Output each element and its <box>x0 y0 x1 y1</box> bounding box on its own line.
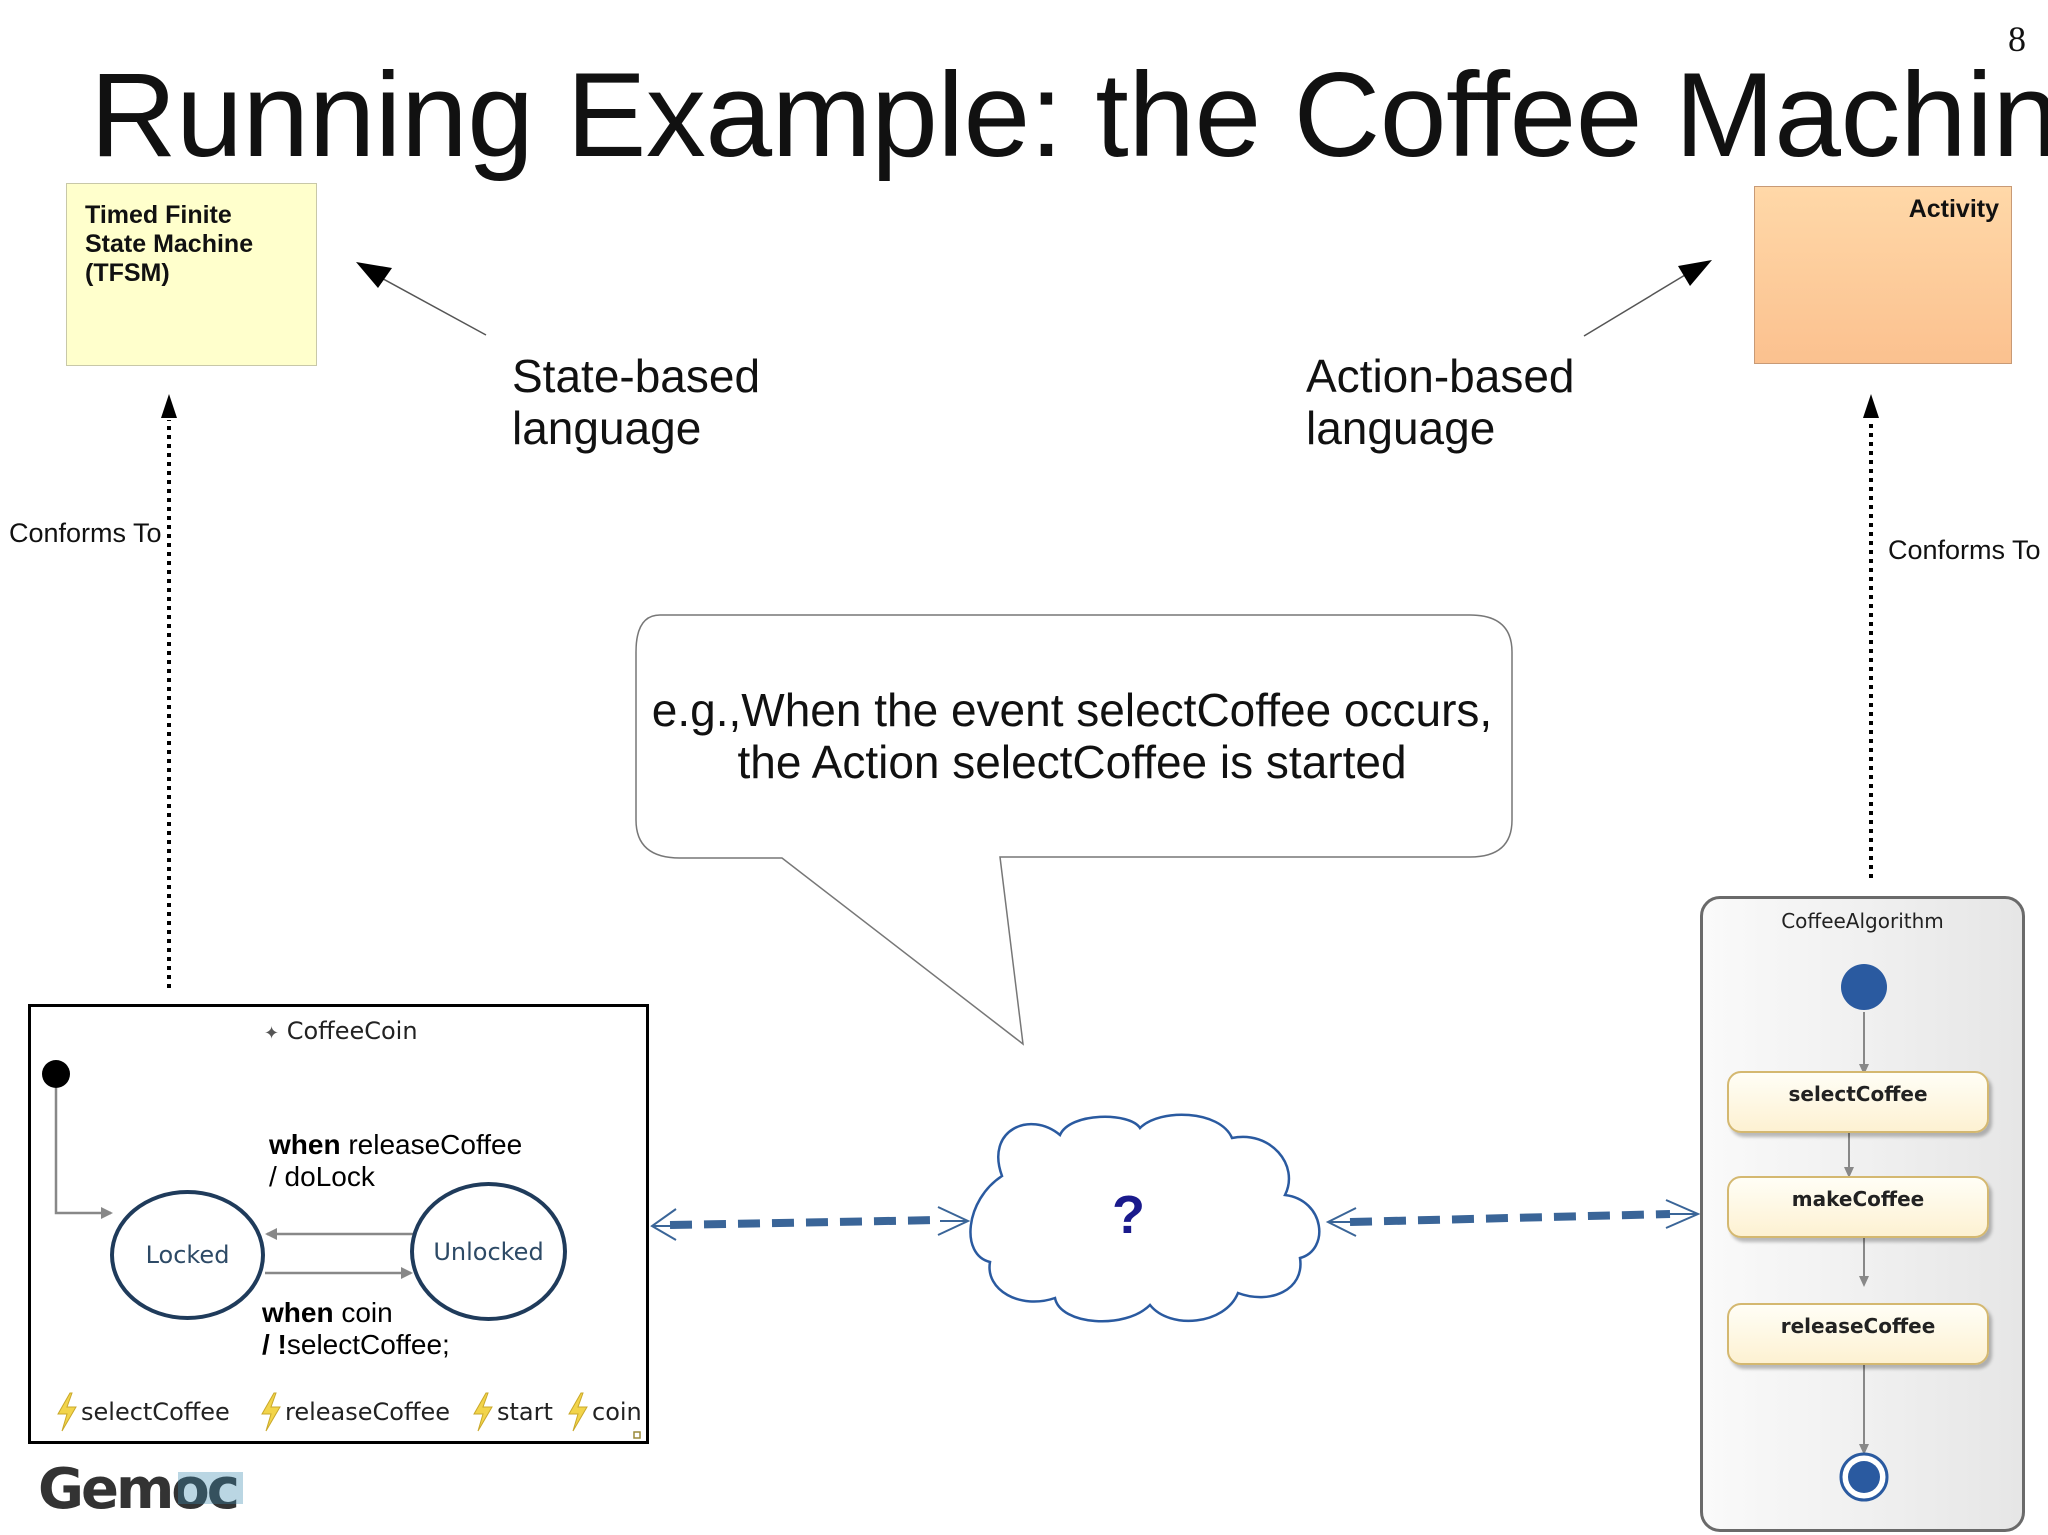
gemoc-logo: Gemoc <box>38 1458 243 1518</box>
state-label-line: language <box>512 402 702 454</box>
action-make-coffee[interactable]: makeCoffee <box>1727 1176 1989 1238</box>
tfsm-model-panel: ✦ CoffeeCoin Locked Unlocked when releas… <box>28 1004 649 1444</box>
conforms-to-right-label: Conforms To <box>1888 535 2041 565</box>
action-release-coffee[interactable]: releaseCoffee <box>1727 1303 1989 1365</box>
tfsm-metamodel-box: Timed Finite State Machine (TFSM) <box>66 183 317 366</box>
initial-node <box>1841 964 1887 1010</box>
activity-model-title: CoffeeAlgorithm <box>1781 909 1944 933</box>
tfsm-box-line: State Machine <box>85 230 254 258</box>
state-locked[interactable]: Locked <box>110 1190 265 1320</box>
callout-line: e.g.,When the event selectCoffee occurs, <box>651 684 1493 736</box>
action-based-language-label: Action-based language <box>1306 350 1575 454</box>
conforms-to-left-arrow <box>161 394 177 988</box>
activity-flow <box>1839 964 1889 1502</box>
tfsm-box-line: (TFSM) <box>85 259 170 287</box>
state-unlocked[interactable]: Unlocked <box>410 1182 567 1321</box>
tfsm-transitions <box>42 1060 641 1439</box>
event-label: selectCoffee <box>81 1398 230 1426</box>
star-icon: ✦ <box>264 1023 280 1044</box>
conforms-to-right-arrow <box>1863 394 1879 878</box>
callout-bubble <box>635 614 1513 1046</box>
state-unlocked-label: Unlocked <box>433 1237 544 1266</box>
callout-text: e.g.,When the event selectCoffee occurs,… <box>632 684 1512 788</box>
mapping-cloud <box>969 1113 1321 1323</box>
event-release-coffee[interactable]: releaseCoffee <box>259 1392 450 1432</box>
event-label: start <box>497 1398 553 1426</box>
state-language-arrow <box>356 262 487 336</box>
slide-number: 8 <box>2008 19 2026 59</box>
left-dashed-link <box>650 1206 971 1241</box>
slide-title: Running Example: the Coffee Machine <box>90 48 2048 182</box>
activity-metamodel-box: Activity <box>1754 186 2012 364</box>
action-language-arrow <box>1583 260 1712 337</box>
right-dashed-link <box>1325 1199 1701 1237</box>
action-prefix: / ! <box>262 1329 287 1360</box>
event-label: releaseCoffee <box>285 1398 451 1426</box>
cloud-question-mark: ? <box>1112 1185 1145 1245</box>
transition-action: / doLock <box>269 1161 375 1192</box>
tfsm-model-title-text: CoffeeCoin <box>286 1017 418 1045</box>
event-label: coin <box>592 1398 642 1426</box>
activity-model-panel: CoffeeAlgorithm selectCoffee makeCoffee … <box>1700 896 2025 1532</box>
transition-release-label: when releaseCoffee / doLock <box>269 1129 522 1193</box>
when-keyword: when <box>262 1297 334 1328</box>
event-coin[interactable]: coin <box>566 1392 642 1432</box>
lightning-icon <box>473 1392 493 1432</box>
conforms-to-left-label: Conforms To <box>9 518 162 548</box>
state-locked-label: Locked <box>145 1241 230 1269</box>
state-based-language-label: State-based language <box>512 350 760 454</box>
state-label-line: State-based <box>512 350 761 402</box>
event-name: releaseCoffee <box>340 1129 523 1160</box>
lightning-icon <box>57 1392 77 1432</box>
action-label-line: language <box>1306 402 1496 454</box>
initial-state-dot <box>42 1060 70 1088</box>
action-select-coffee[interactable]: selectCoffee <box>1727 1071 1989 1133</box>
event-name: coin <box>333 1297 393 1328</box>
transition-coin-label: when coin / !selectCoffee; <box>262 1297 450 1361</box>
lightning-icon <box>568 1392 588 1432</box>
gemoc-logo-text: Gemoc <box>38 1458 237 1518</box>
callout-line: the Action selectCoffee is started <box>737 736 1407 788</box>
transition-action: selectCoffee; <box>286 1329 450 1360</box>
when-keyword: when <box>269 1129 341 1160</box>
activity-box-label: Activity <box>1908 195 1999 223</box>
lightning-icon <box>261 1392 281 1432</box>
tfsm-box-line: Timed Finite <box>85 201 232 229</box>
tfsm-model-title: ✦ CoffeeCoin <box>264 1017 418 1045</box>
action-label-line: Action-based <box>1306 350 1575 402</box>
event-start[interactable]: start <box>471 1392 553 1432</box>
event-select-coffee[interactable]: selectCoffee <box>55 1392 230 1432</box>
initial-transition <box>54 1088 111 1215</box>
